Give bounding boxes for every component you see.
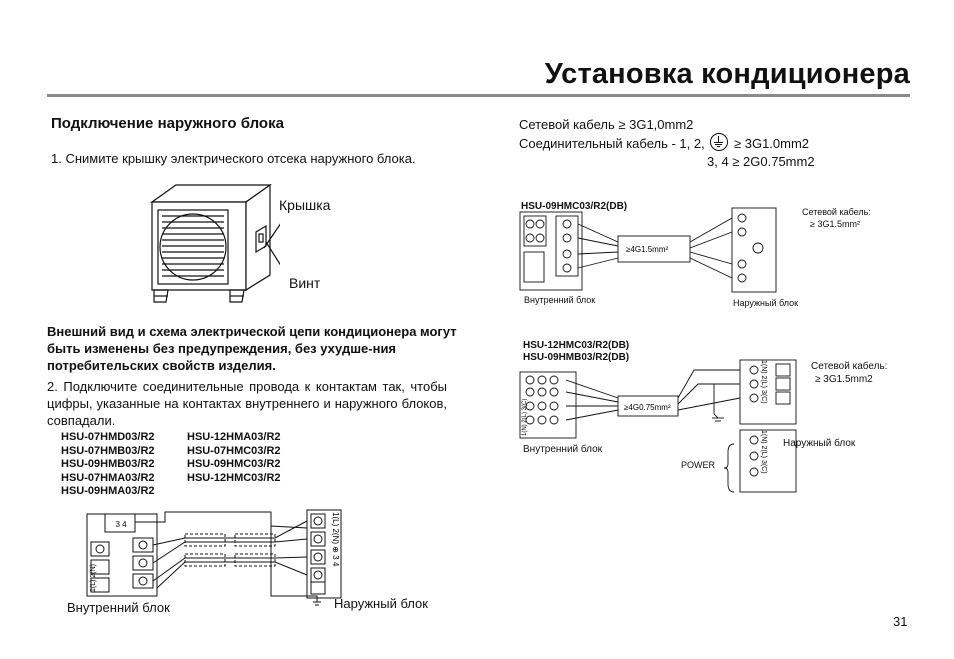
diagram2-power-spec: ≥ 3G1.5mm2 [815, 374, 873, 385]
model-name: HSU-12HMC03/R2 [187, 471, 281, 484]
diagram2-cable-spec: ≥4G0.75mm² [624, 403, 671, 412]
warning-text: Внешний вид и схема электрической цепи к… [47, 324, 457, 373]
indoor-top-terminals: 3 4 [115, 520, 127, 529]
title-rule [47, 94, 910, 97]
diagram1-model: HSU-09HMC03/R2(DB) [521, 201, 628, 212]
outdoor-unit-drawing [150, 183, 280, 303]
diagram1-indoor-label: Внутренний блок [524, 295, 596, 305]
indoor-side-terminals: 1(L) 2(N) [90, 564, 97, 592]
connecting-cable-suffix: ≥ 3G1.0mm2 [733, 136, 810, 151]
step-1-text: 1. Снимите крышку электрического отсека … [51, 151, 416, 166]
diagram1-power-label: Сетевой кабель: [802, 207, 871, 217]
page-title: Установка кондиционера [544, 58, 910, 90]
model-name: HSU-07HMB03/R2 [61, 444, 155, 457]
page-number: 31 [893, 614, 908, 629]
diagram1-outdoor-label: Наружный блок [733, 298, 799, 308]
diagram2-power-label: Сетевой кабель: [811, 361, 888, 372]
wiring-diagram-right-1: ≥4G1.5mm² [519, 207, 777, 293]
diagram1-cable-spec: ≥4G1.5mm² [626, 245, 669, 254]
model-name: HSU-09HMA03/R2 [61, 485, 155, 497]
diagram2-indoor-label: Внутренний блок [523, 444, 603, 455]
model-name: HSU-07HMA03/R2 [61, 471, 155, 484]
diagram2-model-1: HSU-12HMC03/R2(DB) [523, 340, 630, 351]
connecting-cable-prefix: Соединительный кабель - 1, 2, [519, 136, 705, 151]
model-name: HSU-09HMC03/R2 [187, 458, 281, 470]
cover-label: Крышка [279, 197, 331, 213]
screw-label: Винт [289, 275, 321, 291]
outdoor-terminals: 1(L) 2(N) ⊕ 3 4 [331, 512, 340, 567]
model-name: HSU-12HMA03/R2 [187, 431, 281, 443]
model-name: HSU-07HMD03/R2 [61, 431, 155, 443]
indoor-unit-label-bottom: Внутренний блок [67, 600, 170, 615]
connecting-cable-spec-line2: 3, 4 ≥ 2G0.75mm2 [707, 154, 815, 169]
ground-icon [710, 133, 729, 151]
diagram2-outdoor-label: Наружный блок [783, 438, 856, 449]
models-column-2: HSU-12HMA03/R2 HSU-07HMC03/R2 HSU-09HMC0… [187, 431, 281, 485]
outdoor-unit-label-bottom: Наружный блок [334, 596, 428, 611]
connecting-cable-spec: Соединительный кабель - 1, 2, ≥ 3G1.0mm2 [519, 133, 809, 152]
diagram2-indoor-terminals: 1(N) 2(L) 3(C) [522, 399, 528, 436]
wiring-diagram-right-2: ≥4G0.75mm² 1(N) 2(L) 3(C) 1(N) 2(L) 3(C)… [519, 359, 797, 493]
diagram2-outdoor-upper-terminals: 1(N) 2(L) 3(C) [760, 360, 767, 404]
step-2-text: 2. Подключите соединительные провода к к… [47, 379, 447, 428]
wiring-diagram-bottom: 3 4 1(L) 2(N) 1(L) 2(N) ⊕ 3 4 [86, 509, 342, 606]
models-column-1: HSU-07HMD03/R2 HSU-07HMB03/R2 HSU-09HMB0… [61, 431, 155, 499]
diagram2-power-word: POWER [681, 460, 716, 470]
section-heading: Подключение наружного блока [51, 115, 284, 132]
model-name: HSU-09HMB03/R2 [61, 458, 155, 470]
diagram2-model-2: HSU-09HMB03/R2(DB) [523, 352, 630, 363]
model-name: HSU-07HMC03/R2 [187, 444, 281, 457]
power-cable-spec: Сетевой кабель ≥ 3G1,0mm2 [519, 117, 694, 132]
diagram2-outdoor-lower-terminals: 1(N) 2(L) 3(C) [760, 430, 767, 474]
diagram1-power-spec: ≥ 3G1.5mm² [810, 219, 860, 229]
